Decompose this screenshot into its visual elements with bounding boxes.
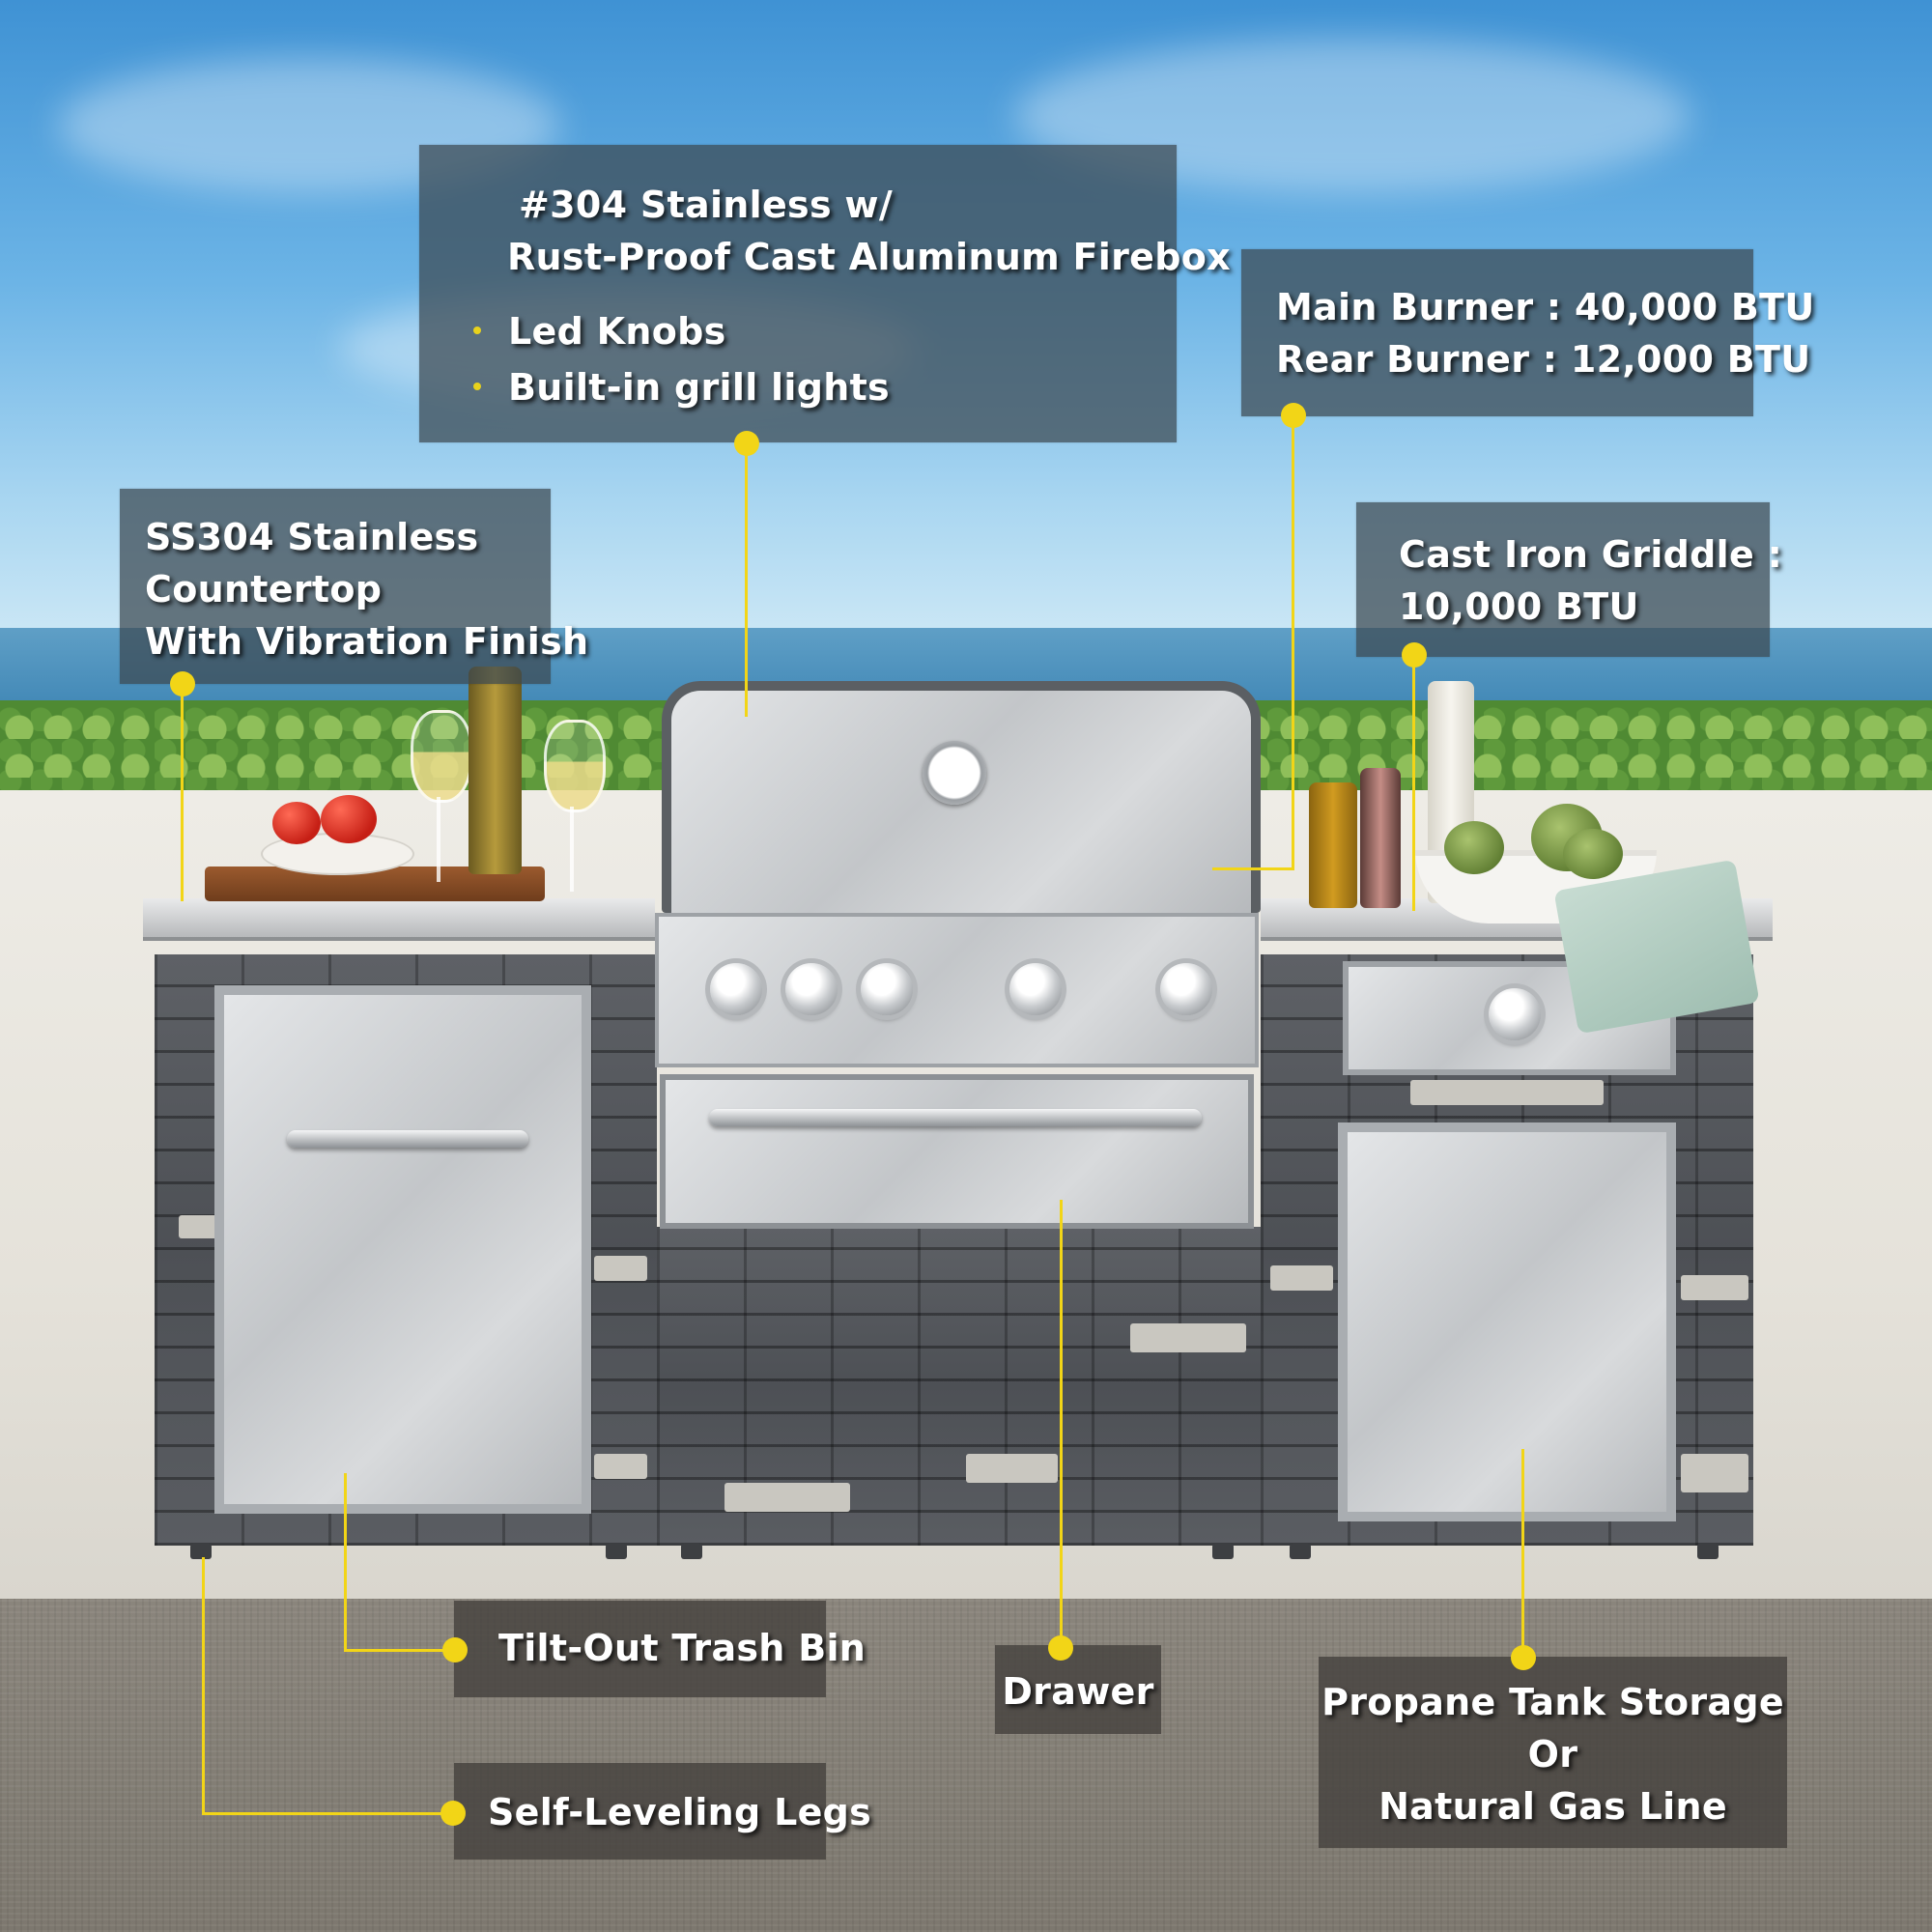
drawer-handle[interactable] [709, 1109, 1202, 1126]
main-burner-text: Main Burner : 40,000 BTU [1276, 286, 1815, 328]
leg [190, 1544, 212, 1559]
callout-countertop [120, 489, 551, 684]
leg [606, 1544, 627, 1559]
artichoke [1444, 821, 1504, 874]
leg [1697, 1544, 1719, 1559]
callout-legs [454, 1763, 826, 1860]
firebox-title-line2: Rust-Proof Cast Aluminum Firebox [507, 236, 1231, 278]
tomato [321, 795, 377, 843]
burner-knob[interactable] [1160, 963, 1212, 1015]
leader-line [202, 1812, 451, 1815]
callout-griddle [1356, 502, 1770, 657]
callout-burners [1241, 249, 1753, 416]
sauce-bottle [1309, 782, 1357, 908]
firebox-bullet-2: Built-in grill lights [473, 362, 890, 412]
marker-dot [440, 1801, 466, 1826]
callout-propane [1319, 1657, 1787, 1848]
trash-bin-door[interactable] [214, 985, 591, 1514]
wine-glass [544, 720, 606, 812]
propane-line2: Or [1527, 1733, 1578, 1776]
wine-glass [411, 710, 472, 803]
propane-line3: Natural Gas Line [1378, 1785, 1727, 1828]
leader-line [344, 1473, 347, 1652]
callout-drawer [995, 1645, 1161, 1734]
firebox-title-line1: #304 Stainless w/ [519, 184, 893, 226]
leader-line [344, 1649, 450, 1652]
propane-storage-door[interactable] [1338, 1122, 1676, 1521]
leader-line [1412, 655, 1415, 911]
countertop-left [143, 898, 655, 941]
grill-drawer[interactable] [660, 1074, 1254, 1229]
leader-line [181, 684, 184, 901]
marker-dot [442, 1637, 468, 1662]
tomato [272, 802, 321, 844]
leader-line [1521, 1449, 1524, 1659]
countertop-line2: Countertop [145, 568, 383, 611]
griddle-line2: 10,000 BTU [1399, 585, 1639, 628]
leader-line [745, 444, 748, 717]
burner-knob[interactable] [861, 963, 913, 1015]
leader-line [202, 1557, 205, 1815]
artichoke [1563, 829, 1623, 879]
burner-knob[interactable] [710, 963, 762, 1015]
leg [1290, 1544, 1311, 1559]
callout-firebox [419, 145, 1177, 442]
bullet-icon [473, 382, 481, 390]
griddle-line1: Cast Iron Griddle : [1399, 533, 1783, 576]
griddle-knob[interactable] [1489, 988, 1541, 1040]
salt-grinder [1360, 768, 1401, 908]
grill-control-panel [655, 913, 1259, 1067]
marker-dot [1048, 1635, 1073, 1661]
wine-bottle [469, 667, 522, 874]
trash-bin-text: Tilt-Out Trash Bin [498, 1627, 867, 1669]
firebox-bullet-1: Led Knobs [473, 306, 726, 356]
leader-line [1060, 1200, 1063, 1649]
rear-burner-text: Rear Burner : 12,000 BTU [1276, 338, 1811, 381]
legs-text: Self-Leveling Legs [488, 1791, 872, 1833]
leader-line [1212, 867, 1294, 870]
countertop-line1: SS304 Stainless [145, 516, 479, 558]
drawer-text: Drawer [1002, 1670, 1154, 1713]
propane-line1: Propane Tank Storage [1321, 1681, 1784, 1723]
bullet-text: Built-in grill lights [508, 366, 890, 409]
trash-bin-handle[interactable] [287, 1130, 528, 1148]
callout-trash-bin [454, 1601, 826, 1697]
marker-dot [1511, 1645, 1536, 1670]
burner-knob[interactable] [785, 963, 838, 1015]
countertop-line3: With Vibration Finish [145, 620, 589, 663]
bullet-text: Led Knobs [508, 310, 726, 353]
leader-line [1292, 415, 1294, 869]
bullet-icon [473, 326, 481, 334]
leg [1212, 1544, 1234, 1559]
burner-knob[interactable] [1009, 963, 1062, 1015]
leg [681, 1544, 702, 1559]
thermometer-gauge [923, 741, 986, 805]
